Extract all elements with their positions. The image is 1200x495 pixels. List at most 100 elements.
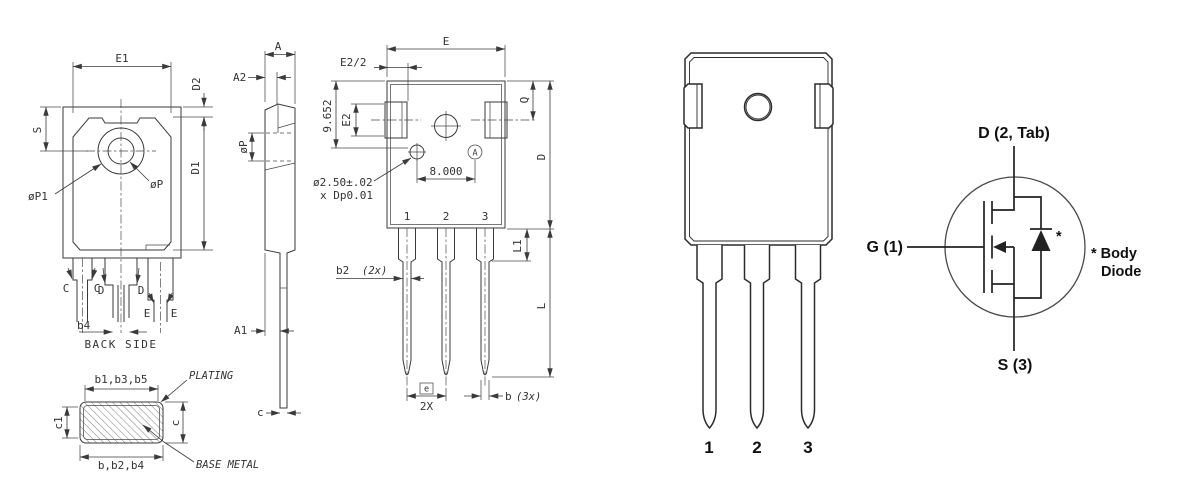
body-arrow-head <box>993 241 1006 253</box>
dim-a1-label: A1 <box>234 324 247 337</box>
pitch-symbol-box <box>419 382 434 395</box>
dim-b1b3b5-label: b1,b3,b5 <box>95 373 148 386</box>
side-body-detail <box>264 104 296 171</box>
gate-label: G (1) <box>867 239 903 256</box>
dim-e-label: E <box>443 35 450 48</box>
backside-pin-1 <box>72 258 93 322</box>
plating-leader <box>160 379 188 403</box>
dim-l-label: L <box>535 302 548 309</box>
dim-b-label: b <box>505 390 512 403</box>
hole-note-line2: x Dp0.01 <box>320 189 373 202</box>
pitch-qty-label: 2X <box>420 400 434 413</box>
base-metal-leader <box>142 424 195 463</box>
backside-bottom-notch <box>145 244 170 250</box>
body-diode-note-line2: Diode <box>1101 264 1141 280</box>
dim-c1-label: c1 <box>52 416 65 429</box>
body-diode-branch <box>1014 196 1042 299</box>
pin-arrow <box>135 267 141 284</box>
pin-arrow-label-e2: E <box>171 307 178 320</box>
side-view: A A2 øP A1 c <box>233 40 301 419</box>
datum-hole-cross <box>408 143 426 161</box>
dim-d1-label: D1 <box>189 161 202 174</box>
dim-bb2b4-label: b,b2,b4 <box>98 459 145 472</box>
dim-e1-label: E1 <box>115 52 128 65</box>
dim-b2-qty: (2x) <box>362 265 387 277</box>
datum-a-circle <box>467 144 483 160</box>
pin-arrow-label-e1: E <box>144 307 151 320</box>
front-pin-1 <box>398 228 416 376</box>
dim-c-label: c <box>169 420 182 427</box>
pin-arrow <box>91 267 98 279</box>
lead-section-body <box>79 401 164 444</box>
source-label: S (3) <box>998 357 1033 374</box>
outline-pin-3 <box>794 245 822 430</box>
diode-asterisk: * <box>1056 229 1062 245</box>
package-outline-view: 1 2 3 <box>683 52 834 457</box>
outline-left-tab <box>683 83 703 129</box>
body-diode-note-line1: * Body <box>1091 246 1137 262</box>
pin-arrow <box>167 292 174 303</box>
leader-p1 <box>54 163 102 195</box>
drain-label: D (2, Tab) <box>978 125 1050 142</box>
outline-pin-1 <box>696 245 723 430</box>
front-pin2-number: 2 <box>443 210 450 223</box>
pin-arrow <box>101 267 107 284</box>
dim-8000-label: 8.000 <box>429 165 462 178</box>
backside-body-inner <box>72 117 172 251</box>
mosfet-symbol: D (2, Tab) G (1) S (3) * * Body Diode <box>867 125 1142 374</box>
backside-body-outline <box>62 106 182 259</box>
outline-mounting-hole-inner <box>745 94 771 120</box>
lead-cross-section: b1,b3,b5 b,b2,b4 c1 c PLATING BASE METAL <box>52 370 259 472</box>
outline-pin-2 <box>743 245 771 430</box>
pin-arrow-label-c1: C <box>63 282 70 295</box>
front-view: A E E2/2 9.652 E2 ø2.50±.02 x Dp0.01 8.0… <box>313 35 554 413</box>
outline-pin3-number: 3 <box>803 438 812 457</box>
dim-a2-label: A2 <box>233 71 246 84</box>
back-side-caption: BACK SIDE <box>84 338 157 351</box>
front-pin-3 <box>476 228 494 376</box>
pin-arrow-label-c2: C <box>94 282 101 295</box>
pin-arrow <box>66 267 73 279</box>
dim-q-label: Q <box>518 97 531 104</box>
dim-p-label: øP <box>150 178 164 191</box>
plating-label: PLATING <box>189 370 234 382</box>
leader-p <box>129 161 150 182</box>
dim-c-side-label: c <box>257 406 264 419</box>
source-lead <box>992 247 1015 351</box>
dim-l1-label: L1 <box>511 239 524 252</box>
dim-e2-label: E2 <box>340 113 353 126</box>
front-pin3-number: 3 <box>482 210 489 223</box>
dim-d2-label: D2 <box>190 77 203 90</box>
pin-arrow-label-d1: D <box>98 284 105 297</box>
dim-b-qty: (3x) <box>516 391 541 403</box>
hole-note-leader <box>373 157 412 182</box>
front-pin-2 <box>437 228 455 376</box>
dim-d-label: D <box>535 154 548 161</box>
dim-b4-label: b4 <box>77 319 91 332</box>
base-metal-label: BASE METAL <box>196 459 259 471</box>
dim-9652-label: 9.652 <box>321 99 334 132</box>
drain-lead <box>992 146 1015 211</box>
outline-pin1-number: 1 <box>704 438 713 457</box>
side-body-outline <box>264 103 296 409</box>
dim-s-label: S <box>31 127 44 134</box>
dim-a-label: A <box>275 40 282 53</box>
dim-p1-label: øP1 <box>28 190 48 203</box>
front-body-inner <box>390 84 502 225</box>
outline-right-tab <box>814 83 834 129</box>
plating-boundary <box>83 405 160 440</box>
diode-triangle <box>1031 230 1051 251</box>
pitch-symbol-label: e <box>424 385 429 395</box>
dim-e2half-label: E2/2 <box>340 56 367 69</box>
mounting-hole-cross <box>431 111 461 141</box>
pin-arrow-label-d2: D <box>138 284 145 297</box>
dim-b2-label: b2 <box>336 264 349 277</box>
outline-pin2-number: 2 <box>752 438 761 457</box>
hole-note-line1: ø2.50±.02 <box>313 176 373 189</box>
front-body-outline <box>386 80 506 229</box>
outline-body <box>684 52 833 246</box>
backside-pin-2 <box>104 258 138 322</box>
dim-p-side-label: øP <box>237 140 250 154</box>
